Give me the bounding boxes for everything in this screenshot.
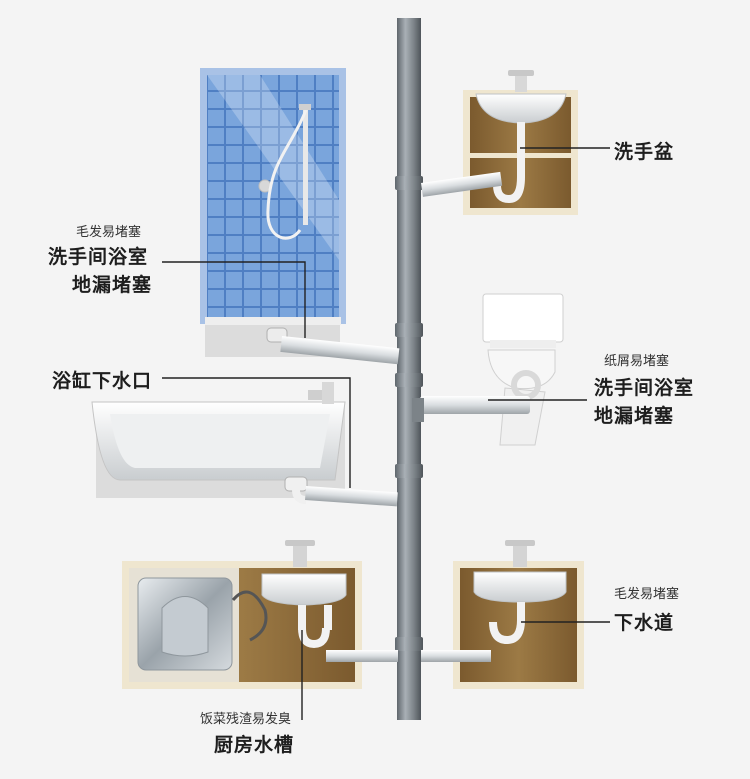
drain-label: 下水道 xyxy=(614,612,675,634)
shower-note: 毛发易堵塞 xyxy=(76,225,142,240)
kitchen-note: 饭菜残渣易发臭 xyxy=(200,712,292,727)
main-drain-pipe xyxy=(395,18,423,720)
bathtub-label: 浴缸下水口 xyxy=(52,370,153,392)
drain-note: 毛发易堵塞 xyxy=(614,587,680,602)
basin-label: 洗手盆 xyxy=(614,141,675,163)
shower-label-line2: 地漏堵塞 xyxy=(72,274,153,296)
shower-label-line1: 洗手间浴室 xyxy=(48,246,149,268)
bathtub xyxy=(91,382,398,507)
toilet-note: 纸屑易堵塞 xyxy=(604,354,670,369)
toilet-label-line1: 洗手间浴室 xyxy=(594,377,695,399)
kitchen-cabinet xyxy=(122,540,398,689)
shower-enclosure xyxy=(200,68,400,365)
drain-cabinet xyxy=(421,540,584,689)
leader-lines xyxy=(162,147,610,720)
toilet xyxy=(412,293,564,446)
toilet-label-line2: 地漏堵塞 xyxy=(594,405,675,427)
kitchen-label: 厨房水槽 xyxy=(214,734,295,756)
basin-cabinet xyxy=(421,70,578,215)
